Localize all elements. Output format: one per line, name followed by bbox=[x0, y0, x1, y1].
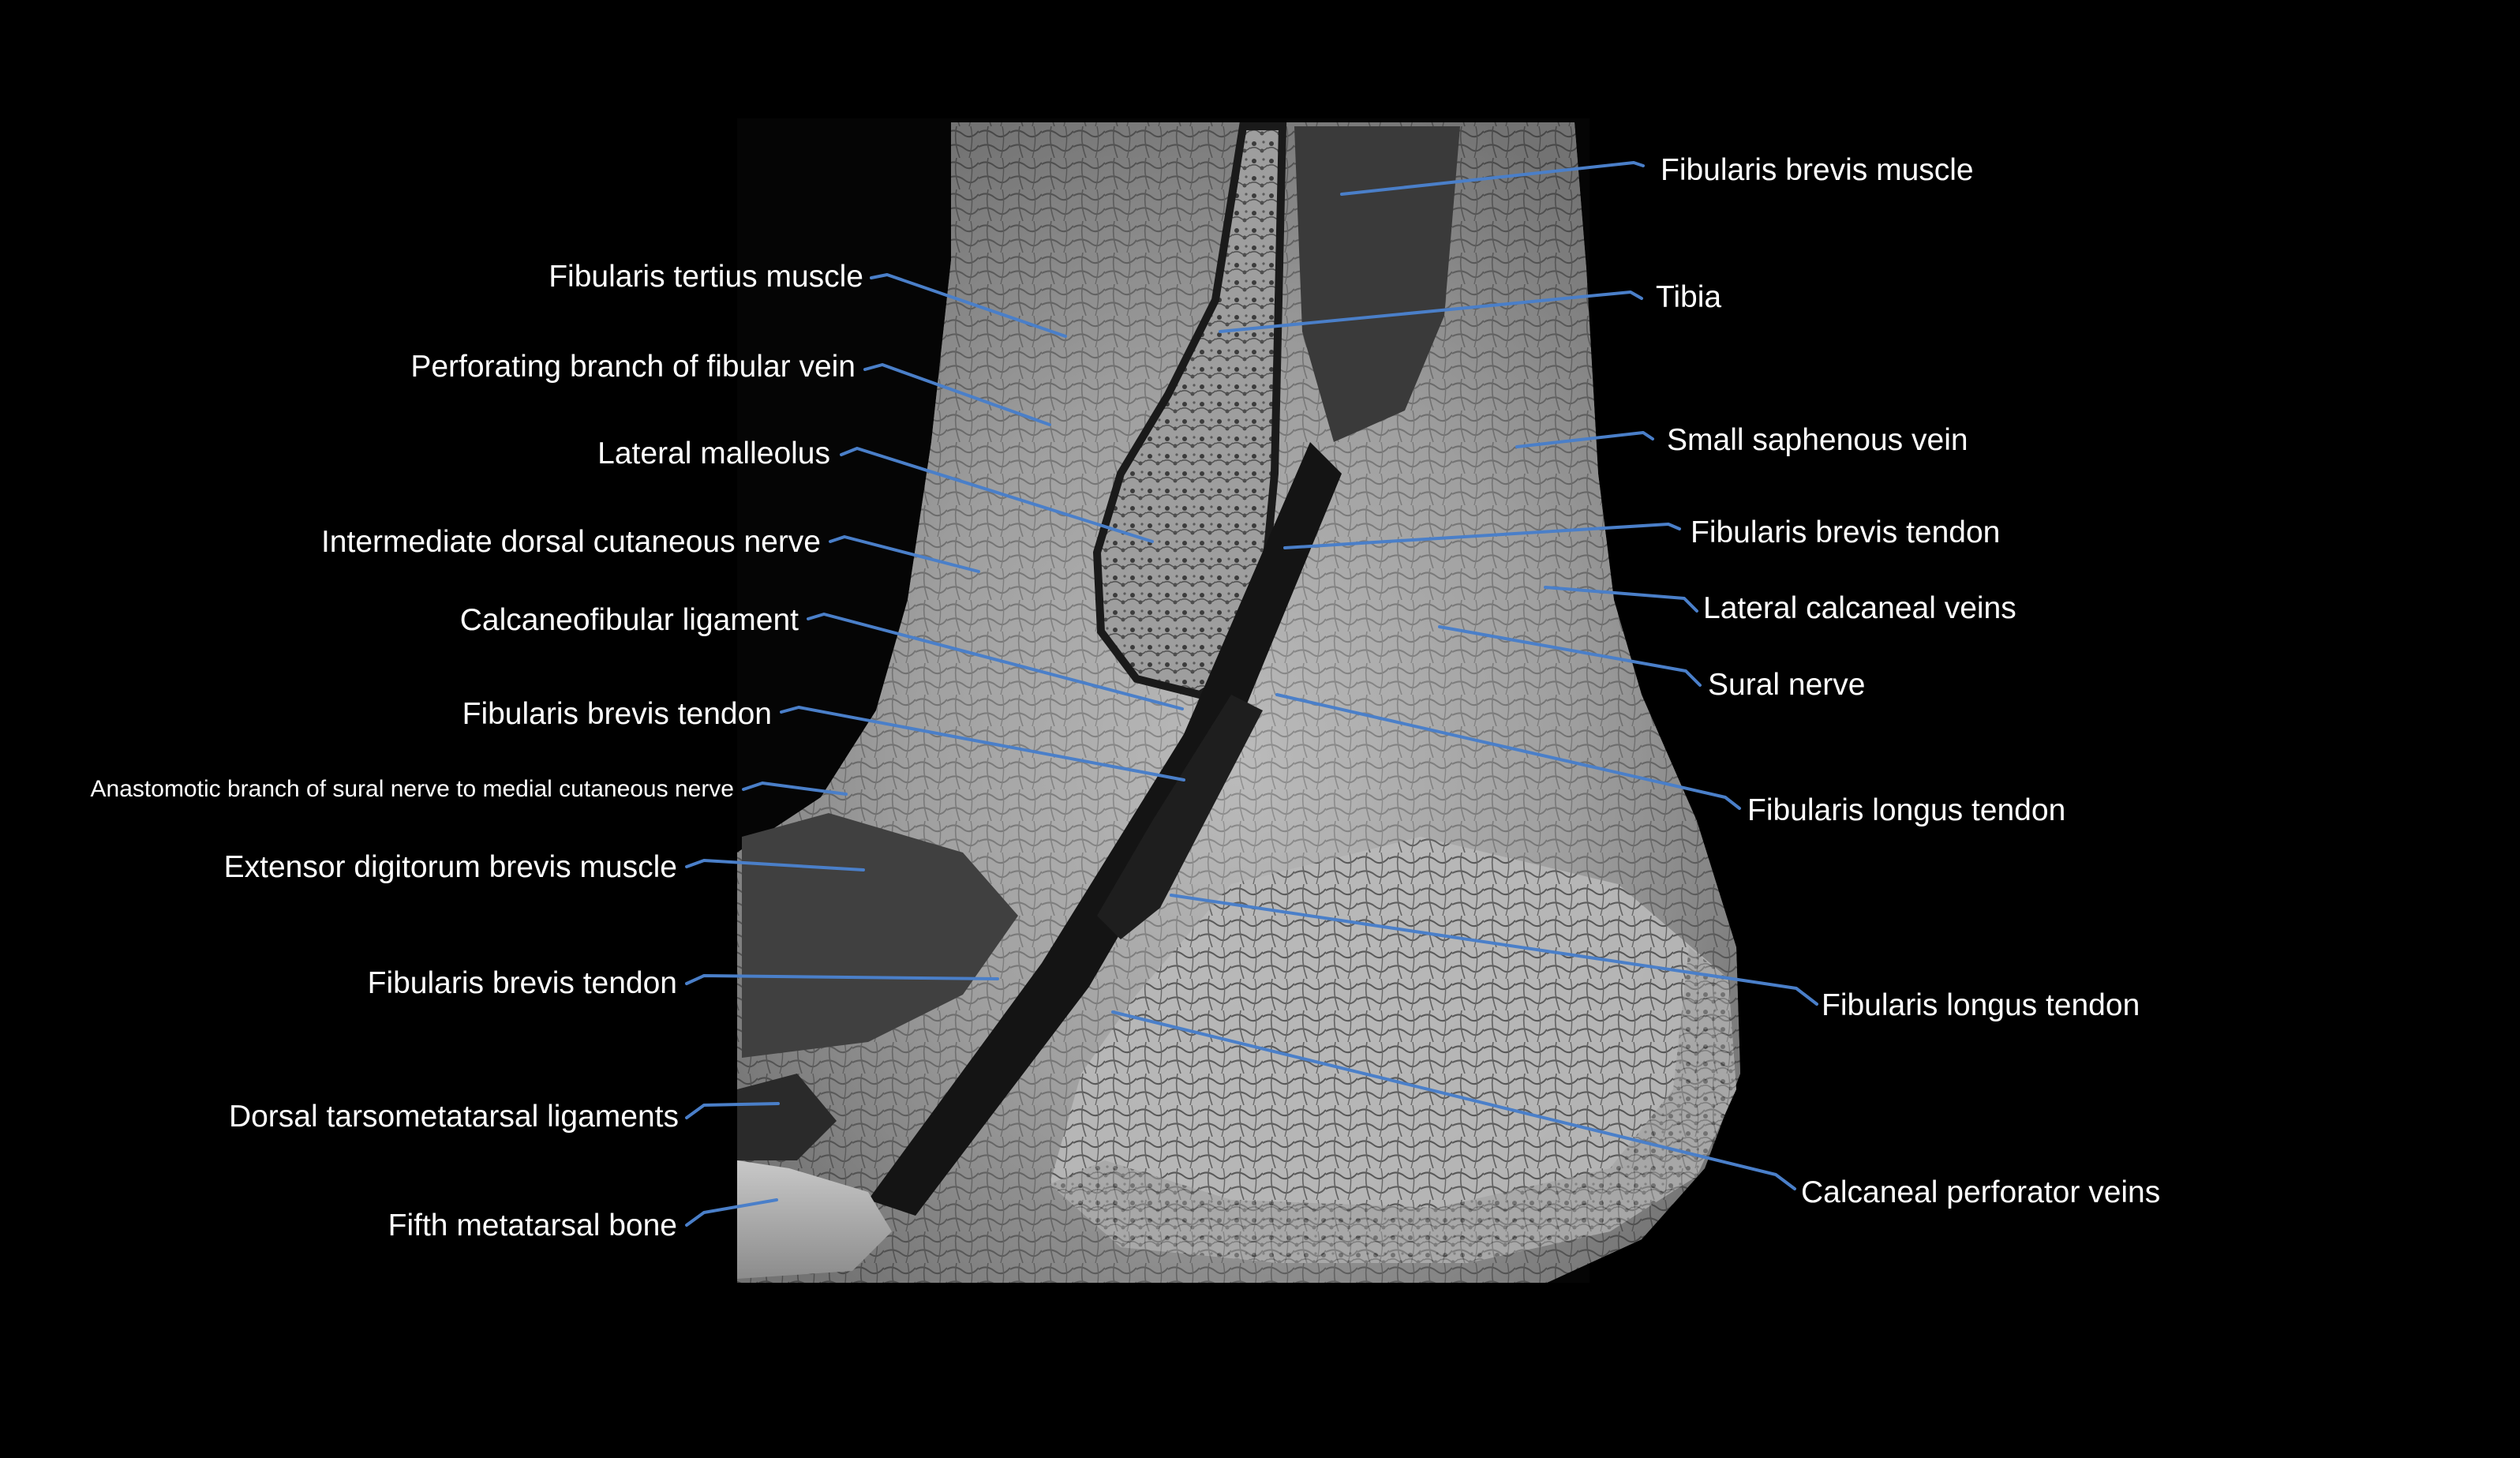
label-fibularis-longus-tendon-lower: Fibularis longus tendon bbox=[1822, 988, 2140, 1022]
label-lateral-malleolus: Lateral malleolus bbox=[597, 437, 830, 470]
label-fibularis-tertius-muscle: Fibularis tertius muscle bbox=[549, 260, 863, 294]
leader-fibularis-tertius-muscle bbox=[870, 273, 1067, 338]
leader-dorsal-tarsometatarsal bbox=[685, 1102, 780, 1119]
label-calcaneofibular-ligament: Calcaneofibular ligament bbox=[460, 603, 799, 637]
label-fibularis-brevis-tendon-left-upper: Fibularis brevis tendon bbox=[462, 697, 772, 731]
labels-left: Fibularis tertius muscle Perforating bra… bbox=[91, 260, 863, 1242]
leader-extensor-digitorum-brevis bbox=[685, 859, 865, 871]
label-perforating-branch-fibular-vein: Perforating branch of fibular vein bbox=[410, 350, 856, 384]
label-lateral-calcaneal-veins: Lateral calcaneal veins bbox=[1703, 591, 2016, 625]
leader-calcaneofibular-ligament bbox=[807, 613, 1184, 710]
leader-fibularis-brevis-tendon-left-lower bbox=[685, 974, 999, 985]
tendon-band bbox=[868, 442, 1342, 1216]
fibula-bone bbox=[1097, 126, 1282, 695]
leader-lines bbox=[685, 161, 1818, 1227]
label-calcaneal-perforator-veins: Calcaneal perforator veins bbox=[1801, 1175, 2160, 1209]
leader-lateral-calcaneal-veins bbox=[1544, 586, 1698, 613]
leader-fibularis-brevis-muscle bbox=[1340, 161, 1645, 196]
leader-small-saphenous-vein bbox=[1515, 431, 1654, 448]
label-dorsal-tarsometatarsal-ligaments: Dorsal tarsometatarsal ligaments bbox=[229, 1100, 679, 1134]
muscle-region bbox=[1294, 126, 1460, 442]
calcaneus-trabeculae bbox=[1050, 947, 1736, 1263]
calcaneus-bone bbox=[1050, 837, 1736, 1263]
leader-sural-nerve bbox=[1438, 625, 1702, 687]
metatarsal-dark bbox=[737, 1074, 837, 1160]
label-small-saphenous-vein: Small saphenous vein bbox=[1667, 423, 1968, 457]
label-fifth-metatarsal-bone: Fifth metatarsal bone bbox=[388, 1209, 677, 1242]
leader-calcaneal-perforator-veins bbox=[1111, 1010, 1796, 1190]
label-fibularis-longus-tendon-upper: Fibularis longus tendon bbox=[1747, 793, 2065, 827]
leader-fifth-metatarsal bbox=[685, 1198, 778, 1227]
leader-anastomotic-branch bbox=[742, 781, 848, 796]
leader-lateral-malleolus bbox=[840, 447, 1154, 543]
labels-right: Fibularis brevis muscle Tibia Small saph… bbox=[1656, 153, 2160, 1209]
label-sural-nerve: Sural nerve bbox=[1708, 668, 1865, 702]
metatarsal-bone bbox=[737, 1160, 892, 1279]
label-fibularis-brevis-tendon-left-lower: Fibularis brevis tendon bbox=[368, 966, 677, 1000]
label-fibularis-brevis-tendon-right: Fibularis brevis tendon bbox=[1691, 515, 2000, 549]
leader-perforating-branch bbox=[863, 363, 1051, 426]
label-extensor-digitorum-brevis-muscle: Extensor digitorum brevis muscle bbox=[224, 850, 677, 884]
mri-image bbox=[737, 118, 1740, 1283]
label-tibia: Tibia bbox=[1656, 280, 1721, 314]
label-fibularis-brevis-muscle: Fibularis brevis muscle bbox=[1661, 153, 1974, 187]
leader-intermediate-dorsal-cutaneous bbox=[829, 535, 980, 573]
leader-fibularis-longus-tendon-upper bbox=[1275, 693, 1741, 810]
bone-cortex bbox=[1092, 122, 1287, 699]
label-anastomotic-branch-sural-nerve: Anastomotic branch of sural nerve to med… bbox=[91, 776, 734, 802]
leader-tibia bbox=[1219, 290, 1643, 333]
tendon-band-2 bbox=[1097, 695, 1263, 939]
label-intermediate-dorsal-cutaneous-nerve: Intermediate dorsal cutaneous nerve bbox=[321, 525, 821, 559]
leader-fibularis-brevis-tendon-right bbox=[1283, 523, 1681, 549]
leader-fibularis-longus-tendon-lower bbox=[1170, 894, 1818, 1006]
edb-muscle bbox=[742, 813, 1018, 1058]
leader-fibularis-brevis-tendon-left-upper bbox=[780, 706, 1185, 781]
